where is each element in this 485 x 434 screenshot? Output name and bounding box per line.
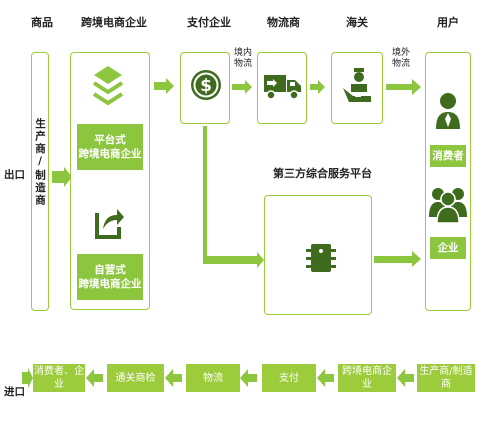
truck-icon bbox=[263, 71, 303, 101]
arrow-enterprise-to-payment bbox=[154, 78, 174, 94]
import-producer: 生产商/制造 商 bbox=[417, 364, 475, 392]
import-consumer: 消费者、企 业 bbox=[33, 364, 85, 392]
selfrun-line1: 自营式 bbox=[94, 264, 126, 276]
selfrun-enterprise: 自营式 跨境电商企业 bbox=[77, 254, 143, 300]
import-cross-border: 跨境电商企 业 bbox=[338, 364, 396, 392]
header-cross-border-enterprise: 跨境电商企业 bbox=[81, 16, 147, 29]
domestic-line1: 境内 bbox=[234, 48, 253, 58]
import-arrow-3 bbox=[240, 369, 257, 387]
import-arrow-4 bbox=[165, 369, 182, 387]
overseas-logistics-note: 境外 物流 bbox=[392, 48, 410, 70]
platform-enterprise: 平台式 跨境电商企业 bbox=[77, 124, 143, 170]
import-arrow-2 bbox=[317, 369, 334, 387]
producer-box bbox=[31, 52, 49, 311]
header-customs: 海关 bbox=[346, 16, 368, 29]
import-inspection: 通关商检 bbox=[107, 364, 164, 392]
header-payment: 支付企业 bbox=[187, 16, 231, 29]
import-cb-line2: 业 bbox=[362, 379, 372, 390]
header-goods: 商品 bbox=[31, 16, 53, 29]
import-label: 进口 bbox=[4, 386, 25, 398]
platform-line2: 跨境电商企业 bbox=[78, 148, 142, 160]
import-arrow-5 bbox=[86, 369, 103, 387]
arrow-producer-to-enterprise bbox=[52, 167, 72, 187]
header-logistics: 物流商 bbox=[267, 16, 300, 29]
domestic-logistics-note: 境内 物流 bbox=[234, 48, 252, 70]
svg-text:$: $ bbox=[200, 76, 212, 96]
import-payment: 支付 bbox=[262, 364, 316, 392]
domestic-line2: 物流 bbox=[234, 59, 253, 69]
share-icon bbox=[93, 203, 125, 241]
header-user: 用户 bbox=[437, 16, 459, 29]
enterprise-user-label: 企业 bbox=[430, 237, 466, 259]
dollar-coin-icon: $ bbox=[189, 68, 223, 102]
arrow-customs-to-user bbox=[386, 79, 421, 95]
overseas-line1: 境外 bbox=[392, 48, 411, 58]
arrow-payment-to-logistics bbox=[232, 80, 252, 94]
arrow-to-third-party bbox=[203, 252, 264, 268]
import-logistics: 物流 bbox=[186, 364, 240, 392]
consumer-label: 消费者 bbox=[430, 145, 466, 167]
arrow-third-party-to-user bbox=[374, 251, 421, 267]
export-label: 出口 bbox=[4, 169, 25, 181]
customs-officer-icon bbox=[341, 66, 375, 104]
producer-label: 生产商/制造商 bbox=[34, 118, 46, 207]
third-party-title: 第三方综合服务平台 bbox=[273, 167, 372, 180]
selfrun-line2: 跨境电商企业 bbox=[78, 278, 142, 290]
platform-line1: 平台式 bbox=[94, 134, 126, 146]
import-cb-line1: 跨境电商企 bbox=[342, 366, 392, 377]
import-consumer-line1: 消费者、企 bbox=[34, 366, 84, 377]
layers-icon bbox=[91, 64, 125, 108]
chip-icon bbox=[303, 240, 339, 276]
person-icon bbox=[434, 91, 462, 131]
import-producer-line2: 商 bbox=[441, 379, 451, 390]
overseas-line2: 物流 bbox=[392, 59, 411, 69]
connector-payment-down bbox=[203, 126, 207, 260]
group-icon bbox=[429, 183, 467, 224]
import-consumer-line2: 业 bbox=[54, 379, 64, 390]
import-entry-arrow bbox=[22, 368, 33, 388]
arrow-logistics-to-customs bbox=[310, 80, 325, 94]
import-producer-line1: 生产商/制造 bbox=[419, 366, 473, 377]
import-arrow-1 bbox=[397, 369, 414, 387]
